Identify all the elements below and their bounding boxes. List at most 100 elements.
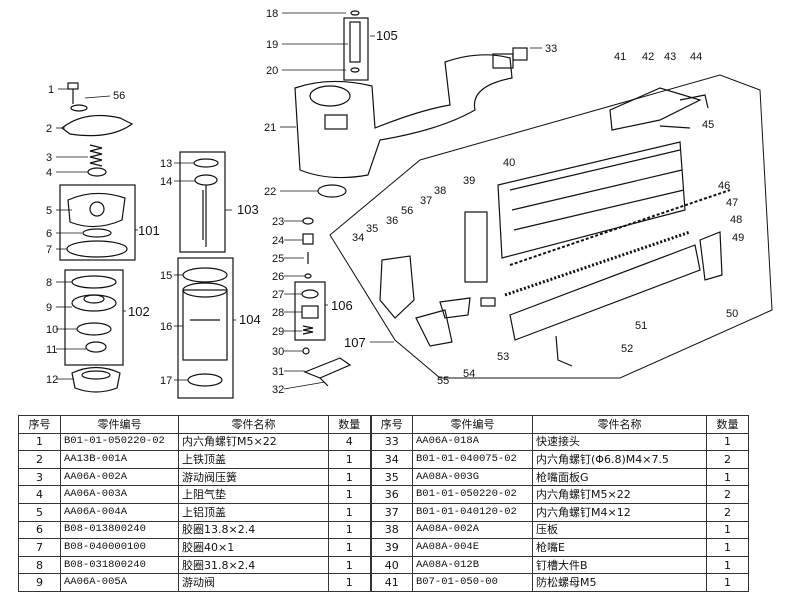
callout-27: 27	[272, 289, 284, 301]
table-row: 5 AA06A-004A 上铝顶盖 1 37 B01-01-040120-02 …	[18, 502, 749, 522]
cell-name: 防松螺母M5	[532, 573, 707, 592]
cell-qty: 2	[706, 502, 749, 522]
callout-49: 49	[732, 232, 744, 244]
callout-7: 7	[46, 244, 52, 256]
callout-13: 13	[160, 158, 172, 170]
callout-107: 107	[344, 335, 366, 350]
callout-46: 46	[718, 180, 730, 192]
cell-no: 34	[369, 450, 413, 469]
callout-38: 38	[434, 185, 446, 197]
callout-15: 15	[160, 270, 172, 282]
callout-43: 43	[664, 51, 676, 63]
cell-qty: 1	[328, 573, 371, 592]
cell-qty: 1	[706, 432, 749, 452]
cell-no: 2	[18, 450, 61, 469]
cell-name: 上阻气垫	[178, 485, 329, 504]
callout-45: 45	[702, 119, 714, 131]
cell-qty: 1	[328, 467, 371, 487]
cell-code: B08-040000100	[60, 538, 179, 557]
cell-qty: 1	[706, 555, 749, 575]
table-row: 1 B01-01-050220-02 内六角螺钉M5×22 4 33 AA06A…	[18, 432, 749, 452]
cell-qty: 1	[328, 520, 371, 540]
cell-no: 7	[18, 538, 61, 557]
cell-qty: 1	[706, 573, 749, 592]
header-qty-right: 数量	[706, 415, 749, 434]
cell-no: 39	[369, 538, 413, 557]
group-103-box	[179, 151, 226, 253]
group-104-box	[177, 257, 234, 399]
group-107-outline	[329, 74, 773, 379]
callout-26: 26	[272, 271, 284, 283]
callout-30: 30	[272, 346, 284, 358]
cell-name: 上铁顶盖	[178, 450, 329, 469]
callout-41: 41	[614, 51, 626, 63]
table-row: 3 AA06A-002A 游动阀压簧 1 35 AA08A-003G 枪嘴面板G…	[18, 467, 749, 487]
cell-no: 35	[369, 467, 413, 487]
cell-code: B01-01-040120-02	[412, 502, 533, 522]
exploded-parts-diagram: 18 19 105 20 33 1 56 41 42 43 44 2 21 45…	[46, 8, 773, 399]
cell-no: 8	[18, 555, 61, 575]
table-header-row: 序号 零件编号 零件名称 数量 序号 零件编号 零件名称 数量	[18, 415, 749, 434]
table-row: 4 AA06A-003A 上阻气垫 1 36 B01-01-050220-02 …	[18, 485, 749, 504]
cell-no: 1	[18, 432, 61, 452]
cell-qty: 1	[706, 467, 749, 487]
cell-code: AA13B-001A	[60, 450, 179, 469]
callout-14: 14	[160, 176, 172, 188]
cell-name: 钉槽大件B	[532, 555, 707, 575]
cell-code: B01-01-050220-02	[60, 432, 179, 452]
callout-1: 1	[48, 84, 54, 96]
header-code-left: 零件编号	[60, 415, 179, 434]
header-no-right: 序号	[369, 415, 413, 434]
callout-25: 25	[272, 253, 284, 265]
cell-no: 6	[18, 520, 61, 540]
callout-9: 9	[46, 302, 52, 314]
header-no-left: 序号	[18, 415, 61, 434]
cell-qty: 1	[328, 502, 371, 522]
group-106-box	[294, 281, 326, 341]
cell-name: 胶圈13.8×2.4	[178, 520, 329, 540]
callout-20: 20	[266, 65, 278, 77]
callout-54: 54	[463, 368, 475, 380]
cell-name: 上铝顶盖	[178, 502, 329, 522]
callout-5: 5	[46, 205, 52, 217]
callout-102: 102	[128, 304, 150, 319]
cell-code: B01-01-050220-02	[412, 485, 533, 504]
callout-39: 39	[463, 175, 475, 187]
cell-code: AA06A-004A	[60, 502, 179, 522]
table-row: 2 AA13B-001A 上铁顶盖 1 34 B01-01-040075-02 …	[18, 450, 749, 469]
cell-qty: 1	[706, 520, 749, 540]
cell-name: 内六角螺钉M5×22	[532, 485, 707, 504]
callout-50: 50	[726, 308, 738, 320]
callout-8: 8	[46, 277, 52, 289]
callout-16: 16	[160, 321, 172, 333]
callout-56a: 56	[113, 90, 125, 102]
cell-qty: 1	[706, 538, 749, 557]
header-code-right: 零件编号	[412, 415, 533, 434]
cell-name: 胶圈40×1	[178, 538, 329, 557]
callout-24: 24	[272, 235, 284, 247]
callout-42: 42	[642, 51, 654, 63]
cell-no: 9	[18, 573, 61, 592]
cell-no: 36	[369, 485, 413, 504]
callout-12: 12	[46, 374, 58, 386]
parts-list-table: 序号 零件编号 零件名称 数量 序号 零件编号 零件名称 数量 1 B01-01…	[18, 415, 749, 592]
callout-48: 48	[730, 214, 742, 226]
cell-no: 5	[18, 502, 61, 522]
table-row: 7 B08-040000100 胶圈40×1 1 39 AA08A-004E 枪…	[18, 538, 749, 557]
callout-35: 35	[366, 223, 378, 235]
cell-name: 内六角螺钉M4×12	[532, 502, 707, 522]
cell-qty: 1	[328, 538, 371, 557]
callout-4: 4	[46, 167, 52, 179]
cell-code: AA06A-018A	[412, 432, 533, 452]
cell-qty: 1	[328, 450, 371, 469]
callout-101: 101	[138, 223, 160, 238]
cell-code: AA08A-002A	[412, 520, 533, 540]
cell-qty: 1	[328, 485, 371, 504]
callout-40: 40	[503, 157, 515, 169]
callout-33: 33	[545, 43, 557, 55]
cell-no: 3	[18, 467, 61, 487]
callout-22: 22	[264, 186, 276, 198]
cell-name: 枪嘴面板G	[532, 467, 707, 487]
cell-name: 快速接头	[532, 432, 707, 452]
callout-104: 104	[239, 312, 261, 327]
